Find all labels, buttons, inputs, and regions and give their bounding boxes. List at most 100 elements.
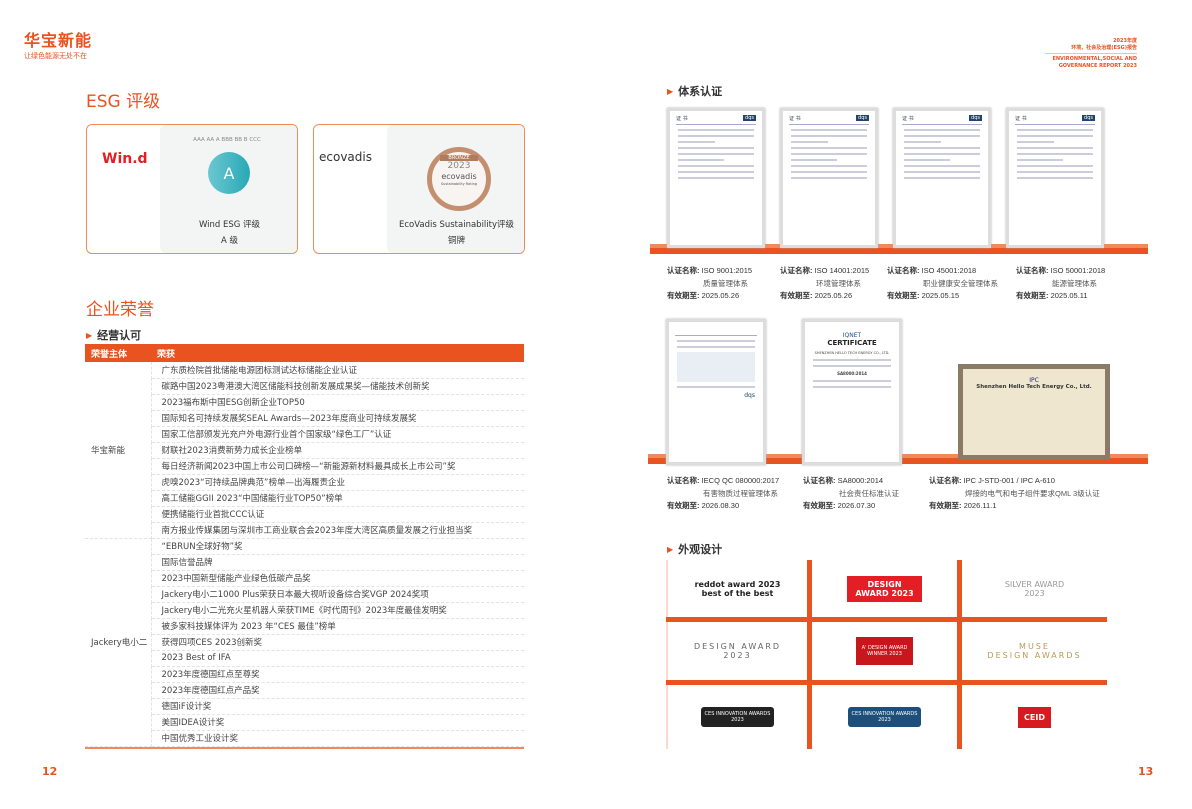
brand-slogan: 让绿色能源无处不在: [24, 52, 87, 60]
rating-scale: AAA AA A BBB BB B CCC: [193, 137, 261, 143]
table-row: 高工储能GGII 2023“中国储能行业TOP50”榜单: [85, 490, 524, 507]
cert-name: IPC J-STD-001 / IPC A-610: [963, 476, 1055, 485]
wind-grade: A 级: [220, 236, 239, 246]
cert-name: ISO 50001:2018: [1050, 266, 1106, 275]
cert-info: 认证名称: IECQ QC 080000:2017 有害物质过程管理体系有效期至:…: [667, 475, 779, 513]
honors-table: 荣誉主体荣获 华宝新能广东质检院首批储能电源团标测试达标储能企业认证碳路中国20…: [85, 344, 524, 747]
award-line1: DESIGN: [867, 579, 902, 589]
table-row: 便携储能行业首批CCC认证: [85, 506, 524, 523]
honor-item: 2023福布斯中国ESG创新企业TOP50: [151, 394, 524, 411]
cert-desc: 有害物质过程管理体系: [703, 488, 778, 498]
report-title-cn: 环境、社会及治理(ESG)报告: [1071, 45, 1137, 51]
ecovadis-caption: EcoVadis Sustainability评级: [398, 220, 515, 230]
honor-item: 被多家科技媒体评为 2023 年“CES 最佳”榜单: [151, 618, 524, 635]
award-line2: best of the best: [701, 588, 774, 598]
medal-year: 2023: [447, 161, 471, 171]
valid-label: 有效期至:: [803, 501, 836, 510]
certs-title: 体系认证: [667, 83, 722, 99]
award-line2: DESIGN AWARDS: [987, 651, 1082, 660]
iecq-certificate: dqs: [666, 319, 766, 465]
table-row: Jackery电小二1000 Plus荣获日本最大视听设备综合奖VGP 2024…: [85, 586, 524, 603]
cert-word: 证 书: [1015, 116, 1027, 122]
award-line1: DESIGN AWARD: [693, 642, 782, 651]
valid-label: 有效期至:: [667, 501, 700, 510]
sa8000-certificate: IQNET CERTIFICATE SHENZHEN HELLO TECH EN…: [802, 319, 902, 465]
sa-title: CERTIFICATE: [827, 339, 877, 347]
report-title-en2: GOVERNANCE REPORT 2023: [1058, 63, 1137, 69]
dqs-logo: dqs: [1082, 115, 1095, 121]
honor-entity: Jackery电小二: [85, 538, 152, 747]
honor-item: Jackery电小二1000 Plus荣获日本最大视听设备综合奖VGP 2024…: [151, 586, 524, 603]
ecovadis-logo: ecovadis: [319, 150, 372, 164]
cert-name-label: 认证名称:: [929, 476, 962, 485]
iso-certificate: 证 书 dqs: [1006, 108, 1104, 248]
design-title: 外观设计: [667, 541, 722, 557]
cert-name-label: 认证名称:: [1016, 266, 1049, 275]
valid-label: 有效期至:: [780, 291, 813, 300]
honor-item: 便携储能行业首批CCC认证: [151, 506, 524, 523]
honor-entity: 华宝新能: [85, 362, 152, 539]
sa-standard: SA8000:2014: [837, 371, 867, 376]
cert-info: 认证名称: IPC J-STD-001 / IPC A-610 焊接的电气和电子组…: [929, 475, 1100, 513]
honor-item: 国际信誉品牌: [151, 554, 524, 571]
award-line1: SILVER AWARD: [1004, 579, 1065, 589]
cert-valid: 2025.05.15: [921, 291, 960, 300]
honor-item: 南方报业传媒集团与深圳市工商业联合会2023年度大湾区高质量发展之行业担当奖: [151, 522, 524, 539]
cert-word: 证 书: [789, 116, 801, 122]
dqs-logo: dqs: [744, 392, 755, 399]
table-row: 每日经济新闻2023中国上市公司口碑榜—“新能源新材料最具成长上市公司”奖: [85, 458, 524, 475]
cert-name-label: 认证名称:: [667, 476, 700, 485]
table-row: 中国优秀工业设计奖: [85, 730, 524, 747]
honor-item: 国际知名可持续发展奖SEAL Awards—2023年度商业可持续发展奖: [151, 410, 524, 427]
honor-item: 2023年度德国红点至尊奖: [151, 666, 524, 683]
table-row: 获得四项CES 2023创新奖: [85, 634, 524, 651]
dqs-logo: dqs: [856, 115, 869, 121]
brand-logo: 华宝新能: [24, 31, 93, 50]
cert-name: ISO 45001:2018: [921, 266, 977, 275]
cert-name-label: 认证名称:: [887, 266, 920, 275]
iso-certificate: 证 书 dqs: [780, 108, 878, 248]
honor-item: 2023中国新型储能产业绿色低碳产品奖: [151, 570, 524, 587]
ceid-award-logo: CEID: [962, 685, 1107, 749]
cert-name-label: 认证名称:: [667, 266, 700, 275]
cert-name: IECQ QC 080000:2017: [701, 476, 780, 485]
table-row: 2023年度德国红点产品奖: [85, 682, 524, 699]
honor-item: 国家工信部颁发光充户外电源行业首个国家级“绿色工厂”认证: [151, 426, 524, 443]
medal-label: BRONZE: [440, 155, 478, 161]
cert-name: SA8000:2014: [837, 476, 884, 485]
cert-desc: 质量管理体系: [703, 278, 748, 288]
sa-company: SHENZHEN HELLO TECH ENERGY CO., LTD.: [814, 351, 890, 355]
medal-sub: Sustainability Rating: [440, 182, 478, 186]
report-year: 2023年度: [1113, 38, 1137, 44]
ipc-certificate: IPC Shenzhen Hello Tech Energy Co., Ltd.: [958, 364, 1110, 460]
table-row: 德国iF设计奖: [85, 698, 524, 715]
honor-item: 广东质检院首批储能电源团标测试达标储能企业认证: [151, 362, 524, 379]
dqs-logo: dqs: [743, 115, 756, 121]
award-line2: AWARD 2023: [855, 588, 914, 598]
cert-valid: 2026.07.30: [837, 501, 876, 510]
honor-item: 中国优秀工业设计奖: [151, 730, 524, 747]
cert-valid: 2025.05.26: [701, 291, 740, 300]
table-row: 2023中国新型储能产业绿色低碳产品奖: [85, 570, 524, 587]
award-line1: CES INNOVATION AWARDS: [704, 711, 771, 717]
table-row: 虎嗅2023“可持续品牌典范”榜单—出海履责企业: [85, 474, 524, 491]
ecovadis-grade: 铜牌: [447, 236, 465, 246]
cert-desc: 焊接的电气和电子组件要求QML 3级认证: [965, 488, 1100, 498]
honor-item: 碳路中国2023粤港澳大湾区储能科技创新发展成果奖—储能技术创新奖: [151, 378, 524, 395]
honor-item: 财联社2023消费新势力成长企业榜单: [151, 442, 524, 459]
award-line2: WINNER 2023: [867, 651, 902, 657]
cert-valid: 2026.08.30: [701, 501, 740, 510]
cert-name-label: 认证名称:: [780, 266, 813, 275]
cert-name-label: 认证名称:: [803, 476, 836, 485]
